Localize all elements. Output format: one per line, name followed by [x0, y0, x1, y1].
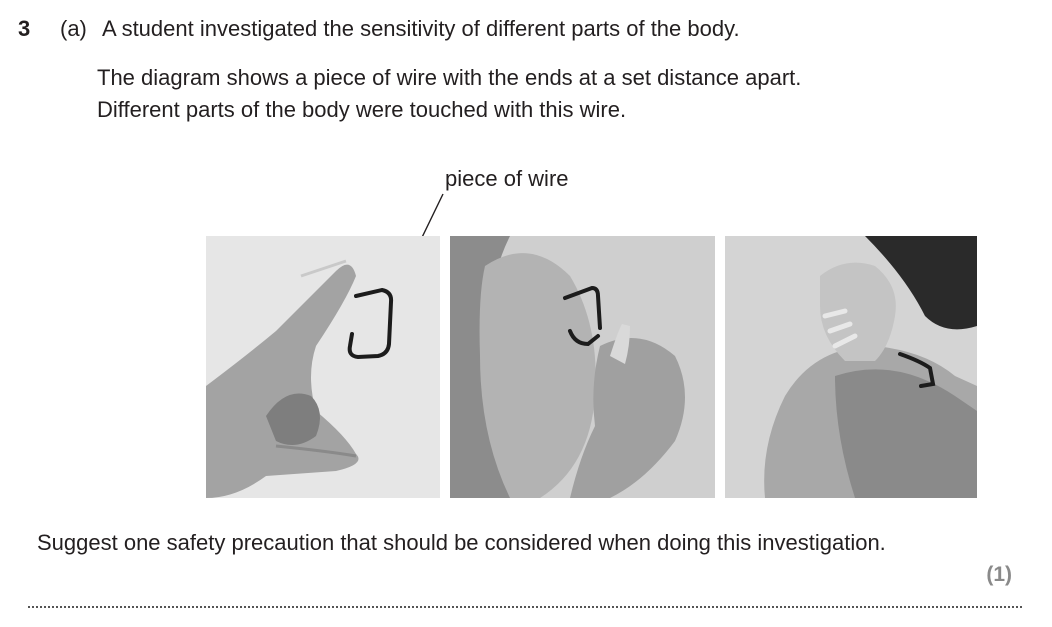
- question-part-label: (a): [60, 16, 87, 41]
- description-line: Different parts of the body were touched…: [97, 97, 627, 122]
- neck-photo: [725, 236, 977, 498]
- wire-callout-label: piece of wire: [445, 166, 569, 191]
- question-stem: A student investigated the sensitivity o…: [102, 16, 740, 41]
- answer-line[interactable]: [28, 606, 1022, 608]
- question-number: 3: [18, 16, 31, 41]
- question-prompt: Suggest one safety precaution that shoul…: [37, 530, 886, 555]
- description-line: The diagram shows a piece of wire with t…: [97, 65, 802, 90]
- finger-photo: [206, 236, 440, 498]
- arm-photo: [450, 236, 715, 498]
- figure-description: The diagram shows a piece of wire with t…: [97, 62, 801, 126]
- marks-allocation: (1): [986, 563, 1012, 586]
